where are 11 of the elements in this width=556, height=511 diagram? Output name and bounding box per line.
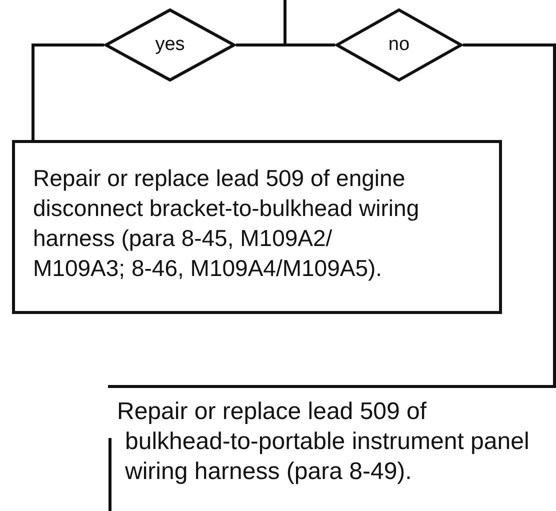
- process-box: [108, 385, 556, 511]
- step-text: Repair or replace lead 509 of bulkhead-to-portable instrument panel wiring harness (para 8-49).: [117, 397, 530, 487]
- decision-label: no: [387, 34, 411, 56]
- connector-line: [284, 0, 335, 46]
- connector-line: [32, 44, 104, 140]
- decision-diamond: [335, 8, 463, 82]
- step-text: Repair or replace lead 509 of engine disconnect bracket-to-bulkhead wiring harness (para 8-45, M109A2/ M109A3; 8-46, M109A4/M109A5).: [33, 164, 420, 283]
- process-box: [12, 140, 502, 314]
- connector-line: [463, 44, 556, 386]
- decision-diamond: [104, 8, 236, 82]
- decision-label: yes: [154, 34, 186, 56]
